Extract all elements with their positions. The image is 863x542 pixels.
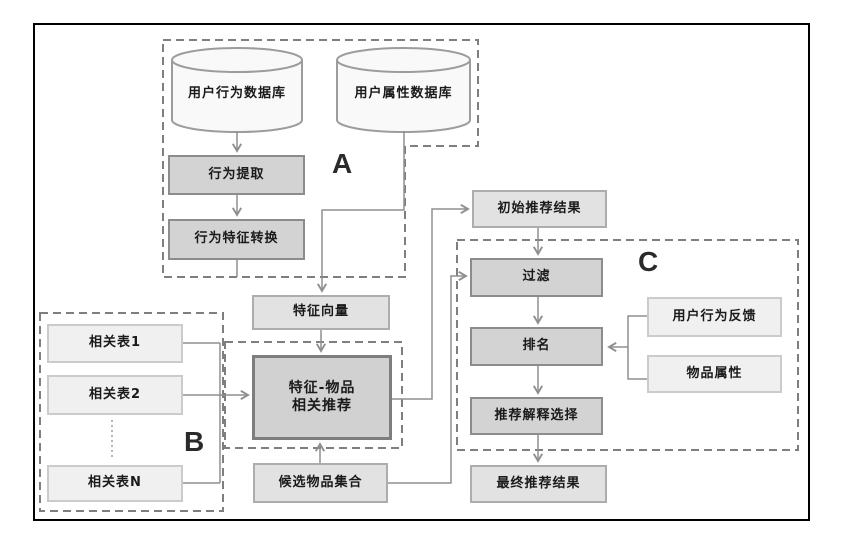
edge-feedback-attr-bracket [627,315,647,380]
database-user-behavior-label: 用户行为数据库 [187,85,286,101]
node-related-table-2: 相关表2 [47,375,183,415]
node-initial-results: 初始推荐结果 [472,190,607,228]
node-explanation-select: 推荐解释选择 [470,397,603,435]
node-feature-vector: 特征向量 [252,295,390,330]
node-item-attributes: 物品属性 [647,355,782,393]
node-filter: 过滤 [470,258,603,297]
node-related-table-n: 相关表N [47,465,183,502]
region-c-label: C [638,246,659,277]
node-final-results: 最终推荐结果 [470,465,607,503]
region-a-outline [162,39,479,278]
node-user-feedback: 用户行为反馈 [647,297,782,337]
database-user-attribute-label: 用户属性数据库 [354,85,453,101]
node-behavior-extract: 行为提取 [168,155,305,195]
node-ranking: 排名 [470,327,603,366]
region-b-label: B [184,426,205,457]
node-related-table-1: 相关表1 [47,324,183,363]
region-c-outline [456,239,799,451]
node-feature-item-recommend: 特征-物品 相关推荐 [252,355,392,440]
database-user-attribute-shape [336,47,471,133]
region-b-outline [39,312,224,512]
node-feature-convert: 行为特征转换 [168,219,305,260]
database-user-behavior-shape [171,47,303,133]
edge-attributedb-to-featurevector [316,131,405,293]
edge-core-to-initialresults [392,203,470,400]
region-a-label: A [332,148,353,179]
edge-candidates-to-filter [388,270,468,484]
node-candidate-items: 候选物品集合 [253,463,388,503]
